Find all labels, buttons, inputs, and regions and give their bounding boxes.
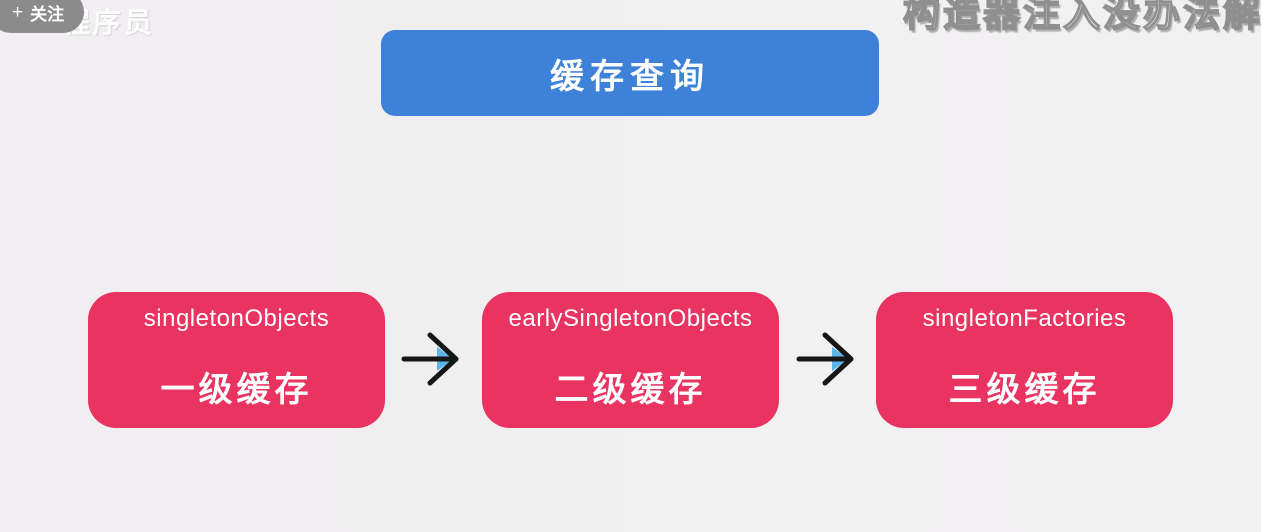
- node-cn-label: 一级缓存: [160, 371, 313, 409]
- follow-button[interactable]: + 关注: [0, 0, 85, 33]
- cache-query-label: 缓存查询: [550, 57, 710, 96]
- node-code-label: singletonObjects: [143, 305, 330, 332]
- cache-query-node: 缓存查询: [381, 30, 879, 116]
- right-arrow-icon: [796, 332, 854, 386]
- node-code-label: earlySingletonObjects: [508, 305, 753, 332]
- node-level2-cache: earlySingletonObjects 二级缓存: [482, 292, 779, 428]
- node-cn-label: 二级缓存: [554, 371, 707, 409]
- right-arrow-icon: [401, 332, 459, 386]
- node-cn-label: 三级缓存: [948, 371, 1101, 409]
- video-title-caption: 构造器注入没办法解: [902, 0, 1261, 35]
- node-level1-cache: singletonObjects 一级缓存: [88, 292, 385, 428]
- plus-icon: +: [12, 1, 24, 23]
- node-level3-cache: singletonFactories 三级缓存: [876, 292, 1173, 428]
- follow-button-label: 关注: [30, 4, 65, 24]
- node-code-label: singletonFactories: [922, 305, 1127, 332]
